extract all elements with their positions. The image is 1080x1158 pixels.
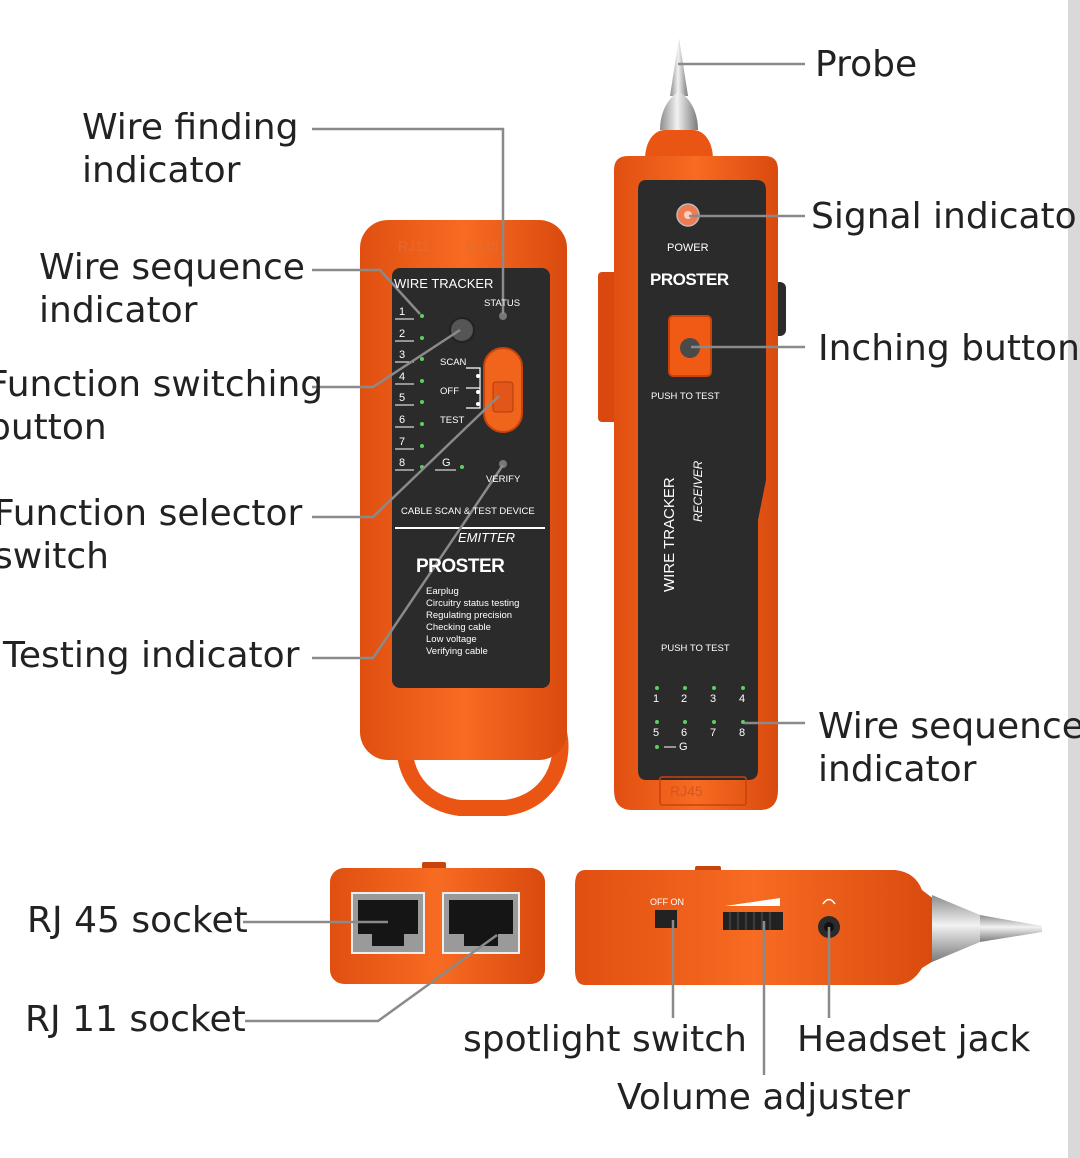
receiver-push-to-test-2: PUSH TO TEST	[661, 643, 730, 654]
emitter-caption: CABLE SCAN & TEST DEVICE	[401, 506, 535, 517]
emitter-port-label-rj45: RJ45	[466, 238, 499, 254]
status-label: STATUS	[484, 298, 521, 309]
receiver-port-label: RJ45	[670, 783, 703, 799]
spotlight-switch	[655, 910, 677, 928]
emitter-num-6: 6	[399, 414, 406, 426]
emitter-num-2: 2	[399, 328, 406, 340]
mode-test: TEST	[440, 415, 465, 426]
receiver-vertical-model: RECEIVER	[691, 460, 705, 522]
callout-signal-indicator: Signal indicator	[811, 196, 1080, 237]
mode-off: OFF	[440, 386, 459, 397]
emitter-title: WIRE TRACKER	[394, 276, 494, 291]
receiver-num-4: 4	[739, 693, 746, 705]
feature-item: Verifying cable	[426, 646, 488, 657]
receiver-num-3: 3	[710, 693, 717, 705]
emitter-ground: G	[442, 457, 451, 469]
feature-item: Earplug	[426, 586, 459, 597]
feature-item: Low voltage	[426, 634, 477, 645]
emitter-model: EMITTER	[458, 530, 516, 545]
receiver-side-view	[575, 866, 1042, 985]
right-edge-bar	[1068, 0, 1080, 1158]
receiver-rj45-port	[659, 776, 747, 806]
callout-inching-button: Inching button	[818, 328, 1080, 369]
receiver-ground: G	[679, 741, 688, 753]
volume-adjuster	[723, 912, 783, 930]
callout-wire-finding: Wire finding indicator	[82, 107, 299, 191]
power-label: POWER	[667, 242, 709, 254]
callout-function-selector: Function selector switch	[0, 493, 303, 577]
receiver-unit	[598, 38, 786, 810]
receiver-num-6: 6	[681, 727, 688, 739]
emitter-num-7: 7	[399, 436, 406, 448]
callout-function-switching: Function switching button	[0, 364, 324, 448]
emitter-num-5: 5	[399, 392, 406, 404]
leader-lines	[243, 62, 831, 1075]
verify-label: VERIFY	[486, 474, 521, 485]
callout-probe: Probe	[815, 44, 918, 85]
emitter-sequence-leds	[420, 314, 464, 469]
receiver-num-1: 1	[653, 693, 660, 705]
receiver-num-7: 7	[710, 727, 717, 739]
receiver-push-to-test-1: PUSH TO TEST	[651, 391, 720, 402]
receiver-brand: PROSTER	[650, 270, 729, 289]
feature-item: Circuitry status testing	[426, 598, 520, 609]
feature-item: Regulating precision	[426, 610, 513, 621]
side-probe-tip	[980, 915, 1042, 942]
emitter-unit	[360, 220, 569, 816]
receiver-probe-tip	[670, 38, 688, 96]
callout-volume-adjuster: Volume adjuster	[617, 1077, 910, 1118]
callout-rj45-socket: RJ 45 socket	[27, 900, 248, 941]
feature-item: Checking cable	[426, 622, 491, 633]
callout-wire-sequence-right: Wire sequence indicator	[818, 706, 1080, 790]
callout-testing-indicator: Testing indicator	[3, 635, 300, 676]
callout-rj11-socket: RJ 11 socket	[25, 999, 246, 1040]
emitter-num-1: 1	[399, 306, 406, 318]
receiver-num-2: 2	[681, 693, 688, 705]
receiver-num-8: 8	[739, 727, 746, 739]
emitter-port-label-rj11: RJ11	[398, 238, 430, 254]
callout-headset-jack: Headset jack	[797, 1019, 1031, 1060]
mode-scan: SCAN	[440, 357, 467, 368]
emitter-num-4: 4	[399, 371, 406, 383]
emitter-feature-list: Earplug Circuitry status testing Regulat…	[426, 586, 519, 658]
function-switching-button	[449, 317, 475, 343]
callout-wire-sequence-left: Wire sequence indicator	[39, 247, 305, 331]
status-led	[499, 312, 507, 320]
receiver-vertical-title: WIRE TRACKER	[661, 477, 678, 592]
callout-spotlight-switch: spotlight switch	[463, 1019, 747, 1060]
emitter-brand: PROSTER	[416, 556, 505, 577]
receiver-num-5: 5	[653, 727, 660, 739]
off-on-label: OFF ON	[650, 897, 684, 907]
emitter-num-8: 8	[399, 457, 406, 469]
emitter-num-3: 3	[399, 349, 406, 361]
